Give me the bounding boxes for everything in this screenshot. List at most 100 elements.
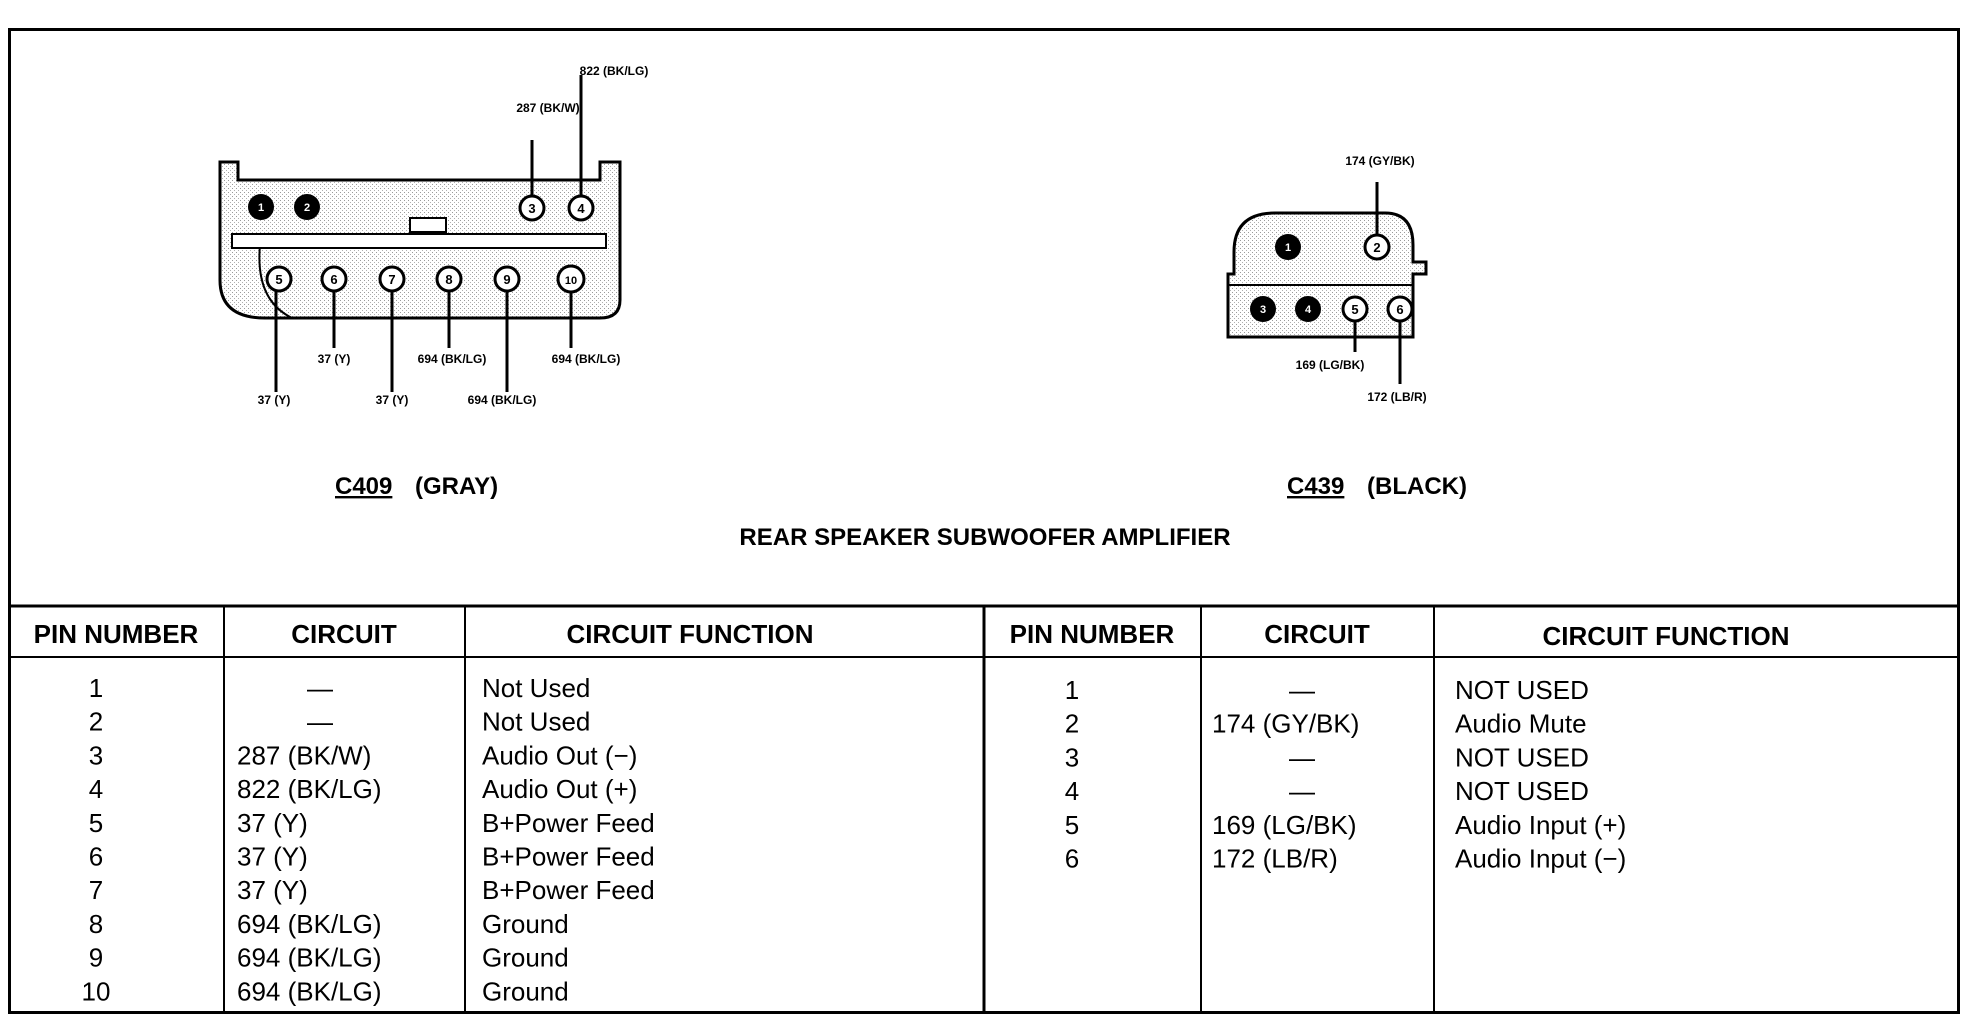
right-row-function: NOT USED: [1455, 675, 1589, 705]
c409-pin-3: [518, 194, 546, 222]
c409-pin-5-label: 5: [275, 272, 282, 287]
c439-connector: 1 2 174 (GY/BK) 3 4 5 169 (LG/BK) 6 172 …: [1226, 154, 1467, 500]
left-row-function: Ground: [482, 909, 569, 939]
c409-pin-5: [265, 265, 293, 293]
left-row-circuit: 694 (BK/LG): [237, 943, 382, 973]
c409-wire-4-label: 822 (BK/LG): [580, 64, 649, 78]
c409-pin-4-label: 4: [577, 201, 585, 216]
c439-pin-4: [1295, 296, 1321, 322]
c409-pin-3-label: 3: [528, 201, 535, 216]
left-row-pin: 7: [89, 875, 103, 905]
c409-wire-8-label: 694 (BK/LG): [418, 352, 487, 366]
th-circuit-left: CIRCUIT: [291, 619, 397, 649]
left-row-pin: 4: [89, 774, 103, 804]
table-left-rows: 1 — Not Used 2 — Not Used 3 287 (BK/W) Audio Out…: [82, 673, 655, 1006]
left-row-function: Not Used: [482, 707, 590, 737]
table-right-rows: 1 — NOT USED 2 174 (GY/BK) Audio Mute 3 — NOT US…: [1065, 675, 1627, 874]
c409-wire-3-label: 287 (BK/W): [516, 101, 579, 115]
right-row-pin: 4: [1065, 776, 1079, 806]
c409-caption-id: C409: [335, 473, 392, 500]
right-row-circuit: 169 (LG/BK): [1212, 810, 1357, 840]
c409-latch: [409, 217, 447, 233]
right-row-circuit: 174 (GY/BK): [1212, 709, 1359, 739]
left-row-pin: 2: [89, 707, 103, 737]
left-row-function: B+Power Feed: [482, 842, 655, 872]
c409-wire-6-label: 37 (Y): [318, 352, 351, 366]
c439-pin-4-label: 4: [1305, 304, 1312, 316]
c439-wire-5-label: 169 (LG/BK): [1296, 358, 1365, 372]
diagram-title: REAR SPEAKER SUBWOOFER AMPLIFIER: [739, 524, 1230, 551]
right-row-circuit: —: [1289, 675, 1315, 705]
th-pin-number-left: PIN NUMBER: [34, 619, 199, 649]
right-row-function: Audio Mute: [1455, 709, 1587, 739]
c439-pin-5-label: 5: [1351, 302, 1358, 317]
c439-wire-2-label: 174 (GY/BK): [1345, 154, 1414, 168]
left-row-pin: 8: [89, 909, 103, 939]
right-row-circuit: 172 (LB/R): [1212, 844, 1338, 874]
left-row-function: Audio Out (+): [482, 774, 637, 804]
right-row-function: Audio Input (+): [1455, 810, 1626, 840]
left-row-circuit: 694 (BK/LG): [237, 976, 382, 1006]
left-row-circuit: —: [307, 673, 333, 703]
left-row-pin: 3: [89, 740, 103, 770]
c439-caption-color: (BLACK): [1367, 473, 1467, 500]
c409-pin-1-label: 1: [258, 202, 264, 214]
c409-pin-6-label: 6: [330, 272, 337, 287]
right-row-circuit: —: [1289, 742, 1315, 772]
th-circuit-function-right: CIRCUIT FUNCTION: [1543, 621, 1790, 651]
c409-pin-2: [294, 194, 320, 220]
c409-wire-5-label: 37 (Y): [258, 393, 291, 407]
c439-wire-6-label: 172 (LB/R): [1367, 390, 1426, 404]
left-row-function: Audio Out (−): [482, 740, 637, 770]
left-row-pin: 6: [89, 842, 103, 872]
c409-pin-1: [248, 194, 274, 220]
left-row-pin: 1: [89, 673, 103, 703]
right-row-pin: 2: [1065, 709, 1079, 739]
left-row-circuit: 37 (Y): [237, 808, 308, 838]
c409-wire-10-label: 694 (BK/LG): [552, 352, 621, 366]
left-row-circuit: 287 (BK/W): [237, 740, 371, 770]
c439-pin-1: [1275, 234, 1301, 260]
c409-pin-2-label: 2: [304, 202, 310, 214]
left-row-function: Ground: [482, 976, 569, 1006]
c409-pin-4: [567, 194, 595, 222]
right-row-pin: 1: [1065, 675, 1079, 705]
th-circuit-function-left: CIRCUIT FUNCTION: [567, 619, 814, 649]
th-pin-number-right: PIN NUMBER: [1010, 619, 1175, 649]
left-row-circuit: —: [307, 707, 333, 737]
c439-pin-2-label: 2: [1373, 240, 1380, 255]
c409-pin-10-label: 10: [565, 275, 577, 287]
left-row-function: Ground: [482, 943, 569, 973]
right-row-function: NOT USED: [1455, 742, 1589, 772]
pinout-table: PIN NUMBER CIRCUIT CIRCUIT FUNCTION PIN …: [8, 604, 1960, 1014]
c409-wire-7-label: 37 (Y): [376, 393, 409, 407]
c439-pin-2: [1363, 233, 1391, 261]
right-row-function: NOT USED: [1455, 776, 1589, 806]
c409-pin-9-label: 9: [503, 272, 510, 287]
c409-slot: [231, 233, 607, 249]
left-row-pin: 10: [82, 976, 111, 1006]
c409-connector: 1 2 3 287 (BK/W) 4 822 (BK/LG) 5 37 (Y) …: [218, 64, 649, 500]
c409-caption-color: (GRAY): [415, 473, 498, 500]
left-row-pin: 9: [89, 943, 103, 973]
right-row-function: Audio Input (−): [1455, 844, 1626, 874]
left-row-function: B+Power Feed: [482, 875, 655, 905]
left-row-function: B+Power Feed: [482, 808, 655, 838]
right-row-pin: 5: [1065, 810, 1079, 840]
c409-inner-curve: [258, 244, 293, 319]
left-row-circuit: 694 (BK/LG): [237, 909, 382, 939]
c439-pin-3: [1250, 296, 1276, 322]
c409-pin-8-label: 8: [445, 272, 452, 287]
c439-caption-id: C439: [1287, 473, 1344, 500]
left-row-circuit: 37 (Y): [237, 842, 308, 872]
left-row-circuit: 822 (BK/LG): [237, 774, 382, 804]
right-row-circuit: —: [1289, 776, 1315, 806]
right-row-pin: 6: [1065, 844, 1079, 874]
c409-pin-7-label: 7: [388, 272, 395, 287]
left-row-function: Not Used: [482, 673, 590, 703]
left-row-pin: 5: [89, 808, 103, 838]
right-row-pin: 3: [1065, 742, 1079, 772]
c439-pin-3-label: 3: [1260, 304, 1266, 316]
left-row-circuit: 37 (Y): [237, 875, 308, 905]
